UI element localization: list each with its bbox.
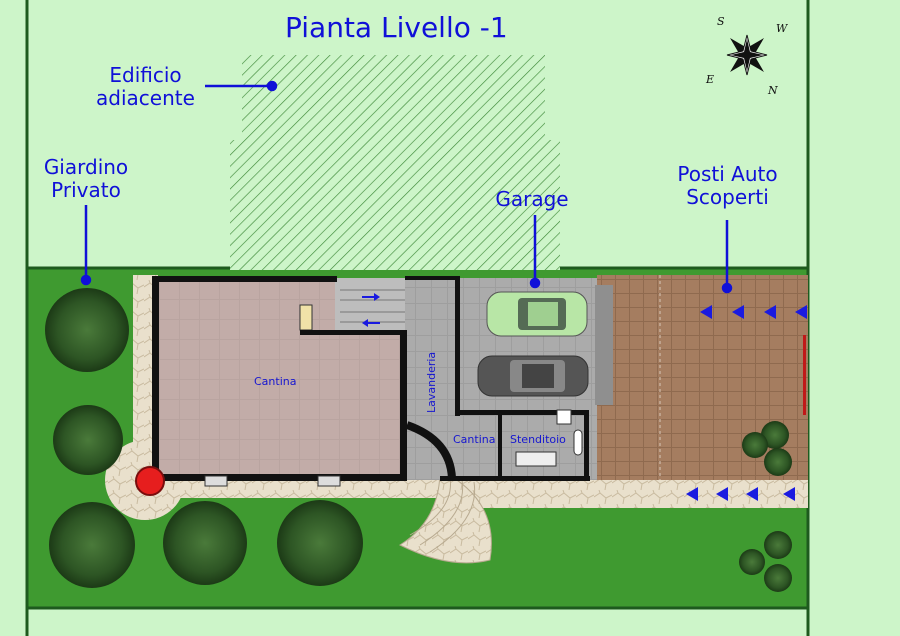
page-title: Pianta Livello -1 <box>285 11 508 44</box>
car-gray <box>477 355 589 397</box>
label-open-parking: Posti Auto Scoperti <box>660 163 795 209</box>
label-garage: Garage <box>495 187 569 211</box>
car-green <box>486 291 588 337</box>
red-marker <box>135 466 165 496</box>
trees <box>45 288 792 592</box>
compass-rose-icon <box>726 34 768 76</box>
label-private-garden: Giardino Privato <box>30 156 142 202</box>
compass-e: E <box>706 73 715 86</box>
label-line: Posti Auto <box>677 162 778 186</box>
label-line: Privato <box>51 178 121 202</box>
compass-w: W <box>776 22 788 35</box>
gate <box>803 335 806 415</box>
room-cantina-small: Cantina <box>453 433 496 446</box>
room-stenditoio: Stenditoio <box>510 433 566 446</box>
compass-n: N <box>768 84 778 97</box>
entrance-steps <box>398 469 492 564</box>
room-lavanderia: Lavanderia <box>425 351 438 413</box>
stairs <box>335 278 405 333</box>
label-line: Giardino <box>43 155 129 179</box>
adjacent-building <box>230 55 560 270</box>
compass-s: S <box>717 15 725 28</box>
label-line: adiacente <box>96 86 195 110</box>
room-cantina-main: Cantina <box>254 375 297 388</box>
walls <box>152 276 590 486</box>
label-line: Edificio <box>109 63 182 87</box>
label-line: Scoperti <box>686 185 769 209</box>
label-adjacent-building: Edificio adiacente <box>88 64 203 110</box>
direction-arrows <box>362 293 807 501</box>
